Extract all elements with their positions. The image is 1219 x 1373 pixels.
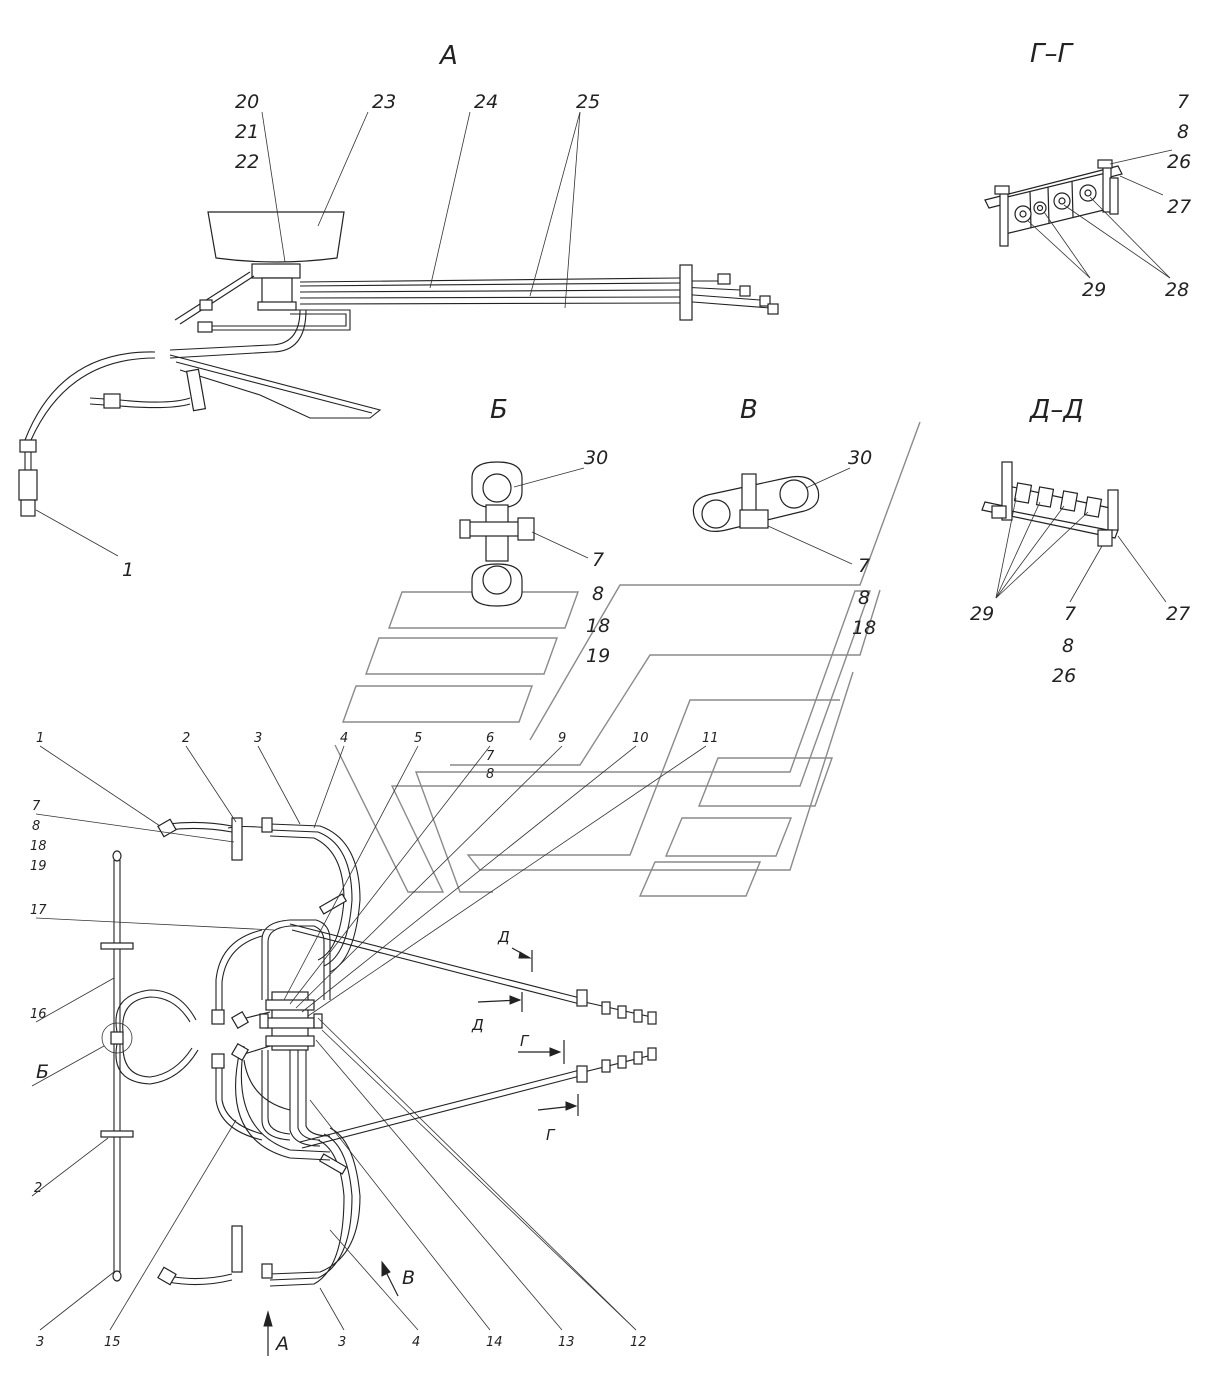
main-callout-3-bottom-b: 3 [338, 1335, 346, 1350]
main-callout-6-7: 7 [486, 749, 495, 764]
view-a-title: А [438, 41, 458, 71]
gg-callout-26: 26 [1167, 151, 1191, 173]
callout-24: 24 [474, 91, 498, 113]
section-g-top: Г [520, 1032, 530, 1050]
main-callout-13: 13 [558, 1335, 575, 1350]
main-callout-4: 4 [340, 731, 348, 746]
distribution-block [259, 991, 323, 1051]
main-callout-6-8: 8 [486, 767, 494, 782]
view-d-d: Д–Д 29 7 8 26 27 [970, 395, 1190, 687]
background-watermark-logo [334, 421, 921, 897]
view-g-g: Г–Г 7 8 26 27 29 28 [984, 39, 1191, 301]
main-callout-14: 14 [486, 1335, 503, 1350]
main-leader-lines [31, 745, 707, 1331]
main-callout-10: 10 [632, 731, 649, 746]
main-callout-11: 11 [702, 731, 719, 746]
main-callout-6: 6 [486, 731, 494, 746]
section-d-top: Д [497, 928, 510, 946]
dd-callout-26: 26 [1052, 665, 1076, 687]
leader-lines-view-a [35, 111, 581, 557]
callout-22: 22 [235, 151, 259, 173]
main-callout-5: 5 [414, 731, 422, 746]
callout-1-view-a: 1 [122, 559, 134, 581]
callout-21: 21 [235, 121, 259, 143]
view-a: А [18, 41, 779, 581]
gg-callout-7: 7 [1177, 91, 1189, 113]
main-view-v-marker: В [402, 1267, 415, 1289]
section-d-bottom: Д [471, 1016, 484, 1034]
v-callout-18: 18 [852, 617, 876, 639]
clamp-bracket-right [679, 264, 693, 321]
loop-tube-17 [115, 989, 197, 1033]
callout-20: 20 [235, 91, 259, 113]
main-callout-4-bottom: 4 [412, 1335, 420, 1350]
section-marks: Д Д Г Г [471, 928, 579, 1144]
b-callout-30: 30 [584, 447, 608, 469]
view-dd-title: Д–Д [1029, 395, 1084, 425]
main-callout-b: Б [36, 1061, 49, 1083]
v-callout-7: 7 [858, 555, 870, 577]
main-callout-7-left: 7 [32, 799, 41, 814]
callout-25: 25 [576, 91, 600, 113]
main-callout-15: 15 [104, 1335, 121, 1350]
view-gg-title: Г–Г [1030, 39, 1074, 69]
dd-callout-29: 29 [970, 603, 994, 625]
view-b-title: Б [490, 395, 508, 425]
dd-callout-8: 8 [1062, 635, 1074, 657]
main-callout-8-left: 8 [32, 819, 40, 834]
view-v: В 30 7 8 18 [692, 395, 876, 639]
central-pipes [215, 919, 331, 1161]
view-b: Б 30 7 8 18 19 [459, 395, 610, 667]
main-view-a-marker: А [274, 1333, 289, 1355]
view-v-title: В [740, 395, 758, 425]
main-callout-17: 17 [30, 903, 47, 918]
bottom-hose-group [167, 1127, 361, 1287]
main-callout-12: 12 [630, 1335, 647, 1350]
hose-part-1 [24, 351, 156, 500]
main-callout-16: 16 [30, 1007, 47, 1022]
main-callout-1: 1 [36, 731, 44, 746]
main-plan-view: Д Д Г Г 1 2 3 4 5 6 7 8 9 10 11 7 8 18 1… [30, 731, 719, 1356]
dd-callout-27: 27 [1166, 603, 1190, 625]
main-callout-3: 3 [254, 731, 262, 746]
v-callout-30: 30 [848, 447, 872, 469]
main-callout-19-left: 19 [30, 859, 47, 874]
b-callout-18: 18 [586, 615, 610, 637]
tank-valve-body [251, 263, 301, 279]
long-diagonal-tubes [289, 923, 657, 1149]
main-callout-9: 9 [558, 731, 566, 746]
gg-callout-27: 27 [1167, 196, 1191, 218]
v-callout-8: 8 [858, 587, 870, 609]
view-arrows [263, 1260, 399, 1356]
dd-callout-7: 7 [1064, 603, 1076, 625]
main-callout-2-left: 2 [34, 1181, 42, 1196]
section-g-bottom: Г [546, 1126, 556, 1144]
gg-callout-29: 29 [1082, 279, 1106, 301]
callout-23: 23 [372, 91, 396, 113]
b-callout-19: 19 [586, 645, 610, 667]
tank-outlet-pipes [169, 271, 382, 419]
b-callout-8: 8 [592, 583, 604, 605]
b-callout-7: 7 [592, 549, 604, 571]
top-hose-group [167, 821, 361, 973]
tank-part-23 [207, 211, 345, 263]
gg-callout-28: 28 [1165, 279, 1189, 301]
main-callout-3-bottom: 3 [36, 1335, 44, 1350]
main-callout-18-left: 18 [30, 839, 47, 854]
main-callout-2: 2 [182, 731, 190, 746]
gg-callout-8: 8 [1177, 121, 1189, 143]
